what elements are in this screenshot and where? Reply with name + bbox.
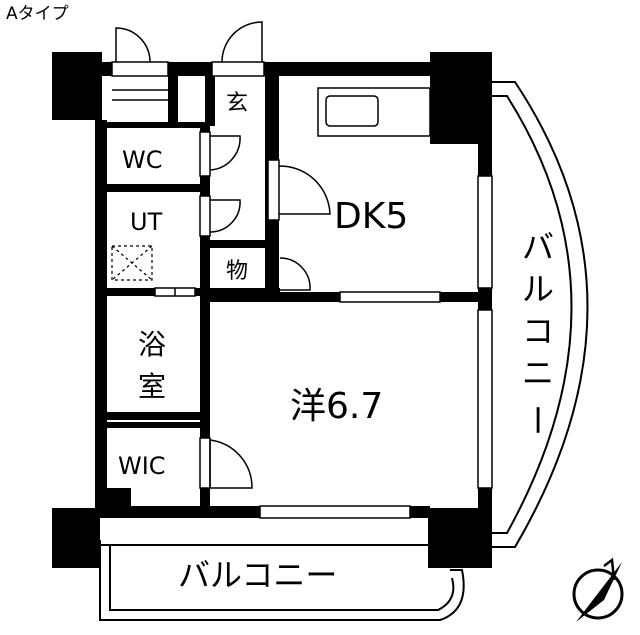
windows xyxy=(154,159,493,519)
interior-doors xyxy=(199,131,331,489)
wc-label: WC xyxy=(122,146,163,174)
bath-label-2: 室 xyxy=(138,370,166,403)
plan-type-label: Aタイプ xyxy=(6,4,69,24)
western-room-label: 洋6.7 xyxy=(290,386,383,427)
entrance-doors xyxy=(111,21,265,101)
entrance-label: 玄 xyxy=(226,91,248,116)
north-arrow-icon xyxy=(572,557,624,622)
right-balcony xyxy=(492,81,589,548)
svg-text:コ: コ xyxy=(522,312,554,350)
bottom-balcony-label: バルコニー xyxy=(178,556,337,594)
storage-label: 物 xyxy=(226,259,248,284)
kitchen-counter xyxy=(317,87,479,137)
right-balcony-label: バ ル コ ニ ー xyxy=(518,228,556,436)
svg-text:ル: ル xyxy=(522,270,554,308)
svg-text:バ: バ xyxy=(522,228,554,266)
svg-text:ー: ー xyxy=(518,404,556,436)
bottom-balcony xyxy=(99,540,465,621)
wic-label: WIC xyxy=(118,452,166,480)
washing-machine-pan xyxy=(111,245,153,281)
ut-label: UT xyxy=(130,208,163,236)
dk-label: DK5 xyxy=(334,196,408,237)
svg-text:ニ: ニ xyxy=(522,354,554,392)
bath-label-1: 浴 xyxy=(138,328,166,361)
